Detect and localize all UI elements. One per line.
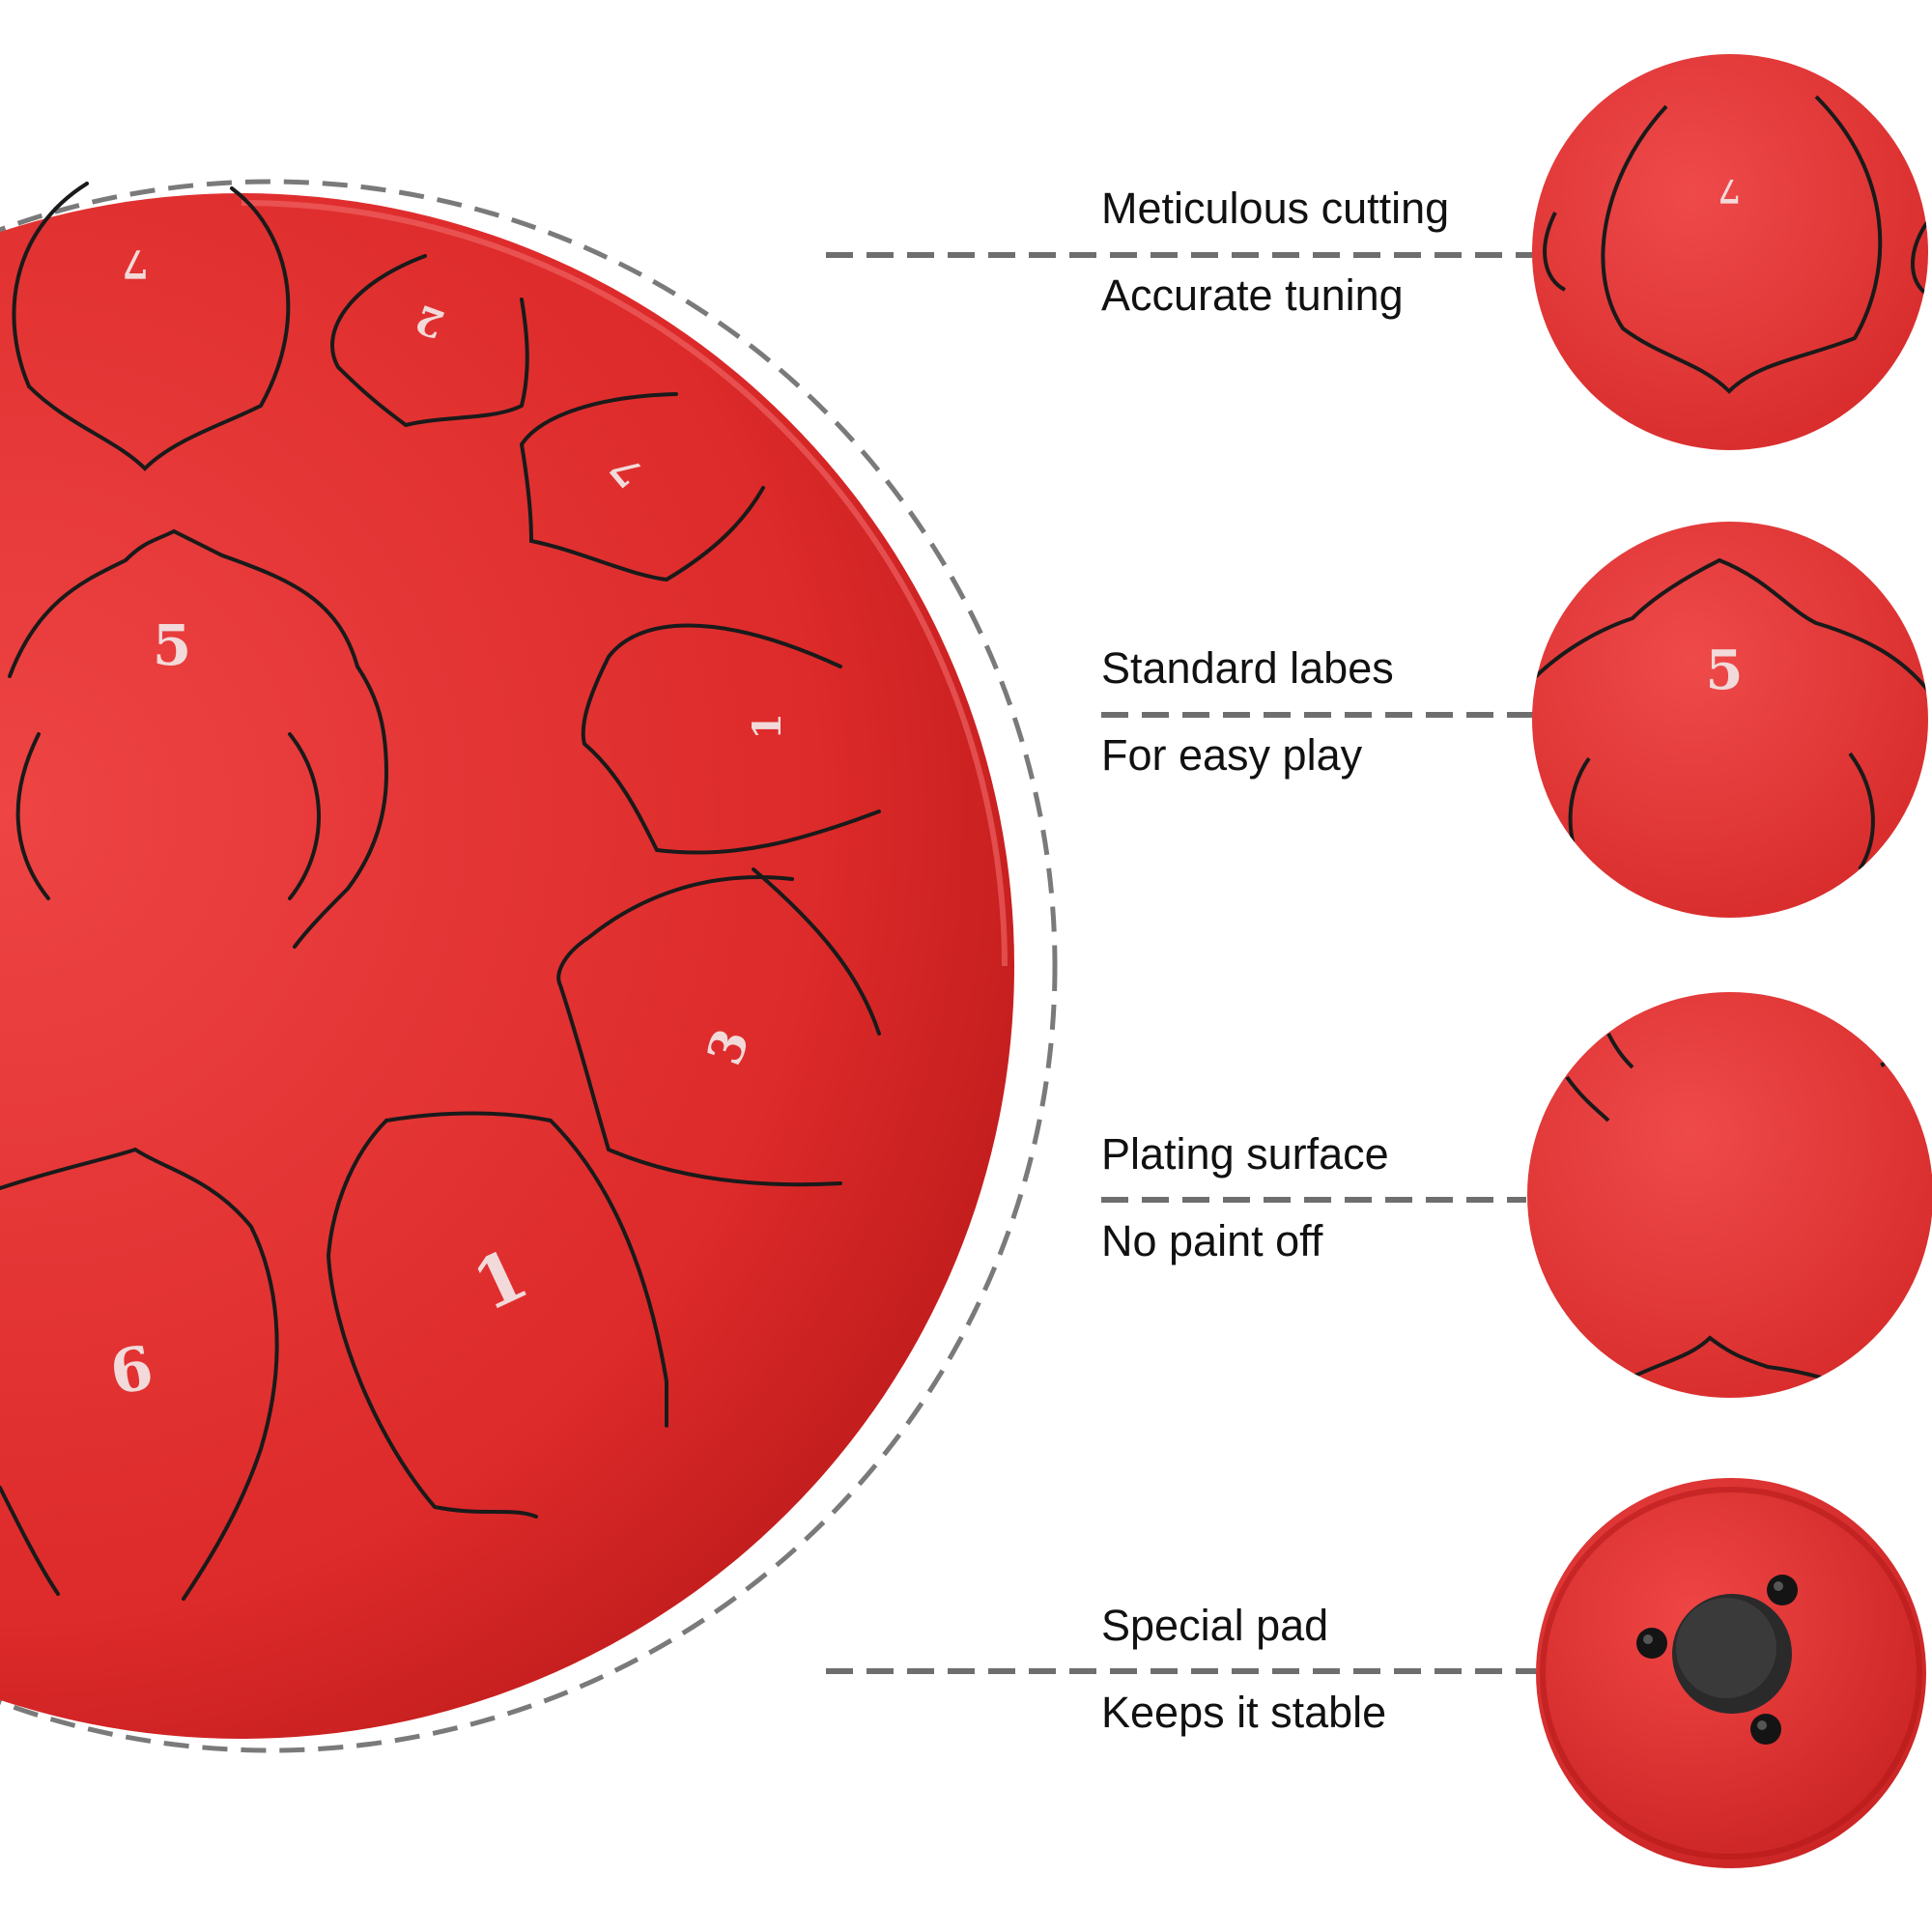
rubber-foot: [1750, 1714, 1781, 1745]
dashed-outline: [0, 179, 1058, 1753]
feature-title: Special pad: [1101, 1601, 1329, 1650]
feature-subtitle: Keeps it stable: [1101, 1688, 1387, 1737]
detail-note-label: 7: [1718, 171, 1741, 210]
feature-subtitle: No paint off: [1101, 1216, 1323, 1265]
detail-zoom-surface: [1527, 992, 1932, 1398]
tongue-3-edge: [752, 867, 881, 1036]
drum-body: [0, 193, 1014, 1739]
note-label: 5: [153, 612, 191, 678]
feature-title: Meticulous cutting: [1101, 184, 1450, 233]
note-label: 7: [122, 241, 149, 286]
tongue-2: [330, 254, 529, 428]
detail-zoom-labels: 5: [1532, 522, 1928, 918]
drum-tongues: [0, 182, 881, 1601]
tongue-6: [0, 1147, 279, 1601]
tongue-3: [556, 875, 842, 1187]
detail-zoom-cutting: 7: [1532, 54, 1928, 450]
rubber-foot: [1636, 1628, 1667, 1659]
detail-note-label: 5: [1706, 639, 1744, 702]
tongue-5-inner-right: [288, 732, 321, 900]
tongue-1-right: [581, 623, 881, 855]
tongue-1-bottom-right: [384, 1111, 669, 1428]
feature-title: Plating surface: [1101, 1129, 1389, 1179]
drum-rim-highlight: [241, 200, 1008, 967]
tongue-7-right: [519, 392, 765, 582]
leader-lines: [826, 252, 1536, 1674]
feature-title: Standard labes: [1101, 643, 1394, 693]
feature-subtitle: For easy play: [1101, 730, 1363, 780]
tongue-5: [8, 528, 389, 949]
rubber-foot: [1767, 1575, 1798, 1605]
tongue-5-inner-left: [15, 732, 50, 900]
note-label: 1: [745, 713, 790, 740]
tongue-1-bottom: [326, 1119, 538, 1519]
tongue-top-left: [12, 182, 291, 471]
detail-zoom-pad: [1536, 1478, 1926, 1868]
tongue-6-left: [0, 1486, 60, 1596]
feature-subtitle: Accurate tuning: [1101, 270, 1404, 320]
